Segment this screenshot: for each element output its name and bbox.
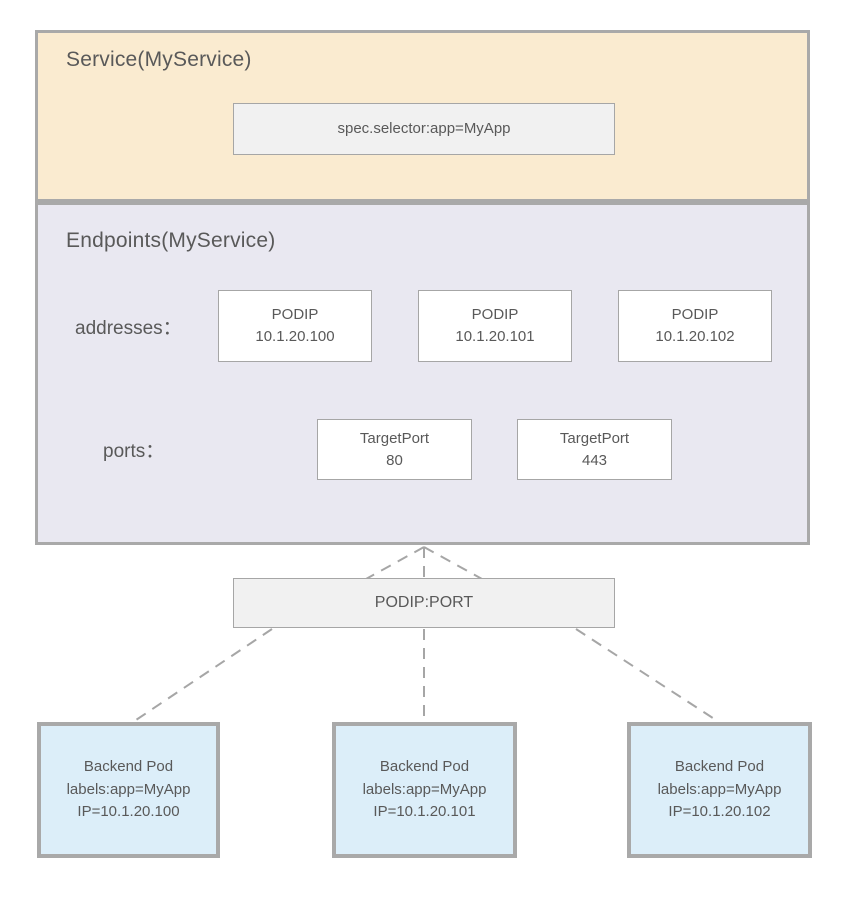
backend-pod-3: Backend Pod labels:app=MyApp IP=10.1.20.…	[627, 722, 812, 858]
targetport-box-443-value: 443	[581, 451, 608, 469]
podip-box-2-type: PODIP	[471, 306, 519, 324]
targetport-box-443: TargetPort 443	[517, 419, 672, 480]
backend-pod-2-title: Backend Pod	[379, 758, 470, 776]
endpoints-box: Endpoints(MyService)	[35, 202, 810, 545]
spec-selector-box: spec.selector:app=MyApp	[233, 103, 615, 155]
backend-pod-2-ip: IP=10.1.20.101	[373, 803, 476, 821]
podip-box-1-type: PODIP	[271, 306, 319, 324]
dashed-line-endpoints-to-podipport-left	[365, 546, 425, 580]
backend-pod-1-ip: IP=10.1.20.100	[77, 803, 180, 821]
podip-port-label: PODIP:PORT	[374, 594, 474, 612]
targetport-box-80-value: 80	[386, 451, 403, 469]
podip-box-3: PODIP 10.1.20.102	[618, 290, 772, 362]
backend-pod-2-labels: labels:app=MyApp	[362, 780, 487, 798]
backend-pod-3-title: Backend Pod	[674, 758, 765, 776]
ports-label: ports：	[103, 441, 165, 462]
podip-box-1: PODIP 10.1.20.100	[218, 290, 372, 362]
podip-box-1-ip: 10.1.20.100	[255, 328, 335, 345]
targetport-box-443-type: TargetPort	[559, 429, 630, 447]
backend-pod-1: Backend Pod labels:app=MyApp IP=10.1.20.…	[37, 722, 220, 858]
podip-port-box: PODIP:PORT	[233, 578, 615, 628]
service-title: Service(MyService)	[66, 48, 252, 71]
podip-box-3-type: PODIP	[671, 306, 719, 324]
backend-pod-2: Backend Pod labels:app=MyApp IP=10.1.20.…	[332, 722, 517, 858]
endpoints-title: Endpoints(MyService)	[66, 229, 276, 252]
targetport-box-80-type: TargetPort	[359, 429, 430, 447]
spec-selector-label: spec.selector:app=MyApp	[337, 120, 511, 138]
dashed-line-podipport-to-pod3	[575, 628, 720, 723]
dashed-line-endpoints-to-podipport-right	[423, 546, 483, 580]
podip-box-3-ip: 10.1.20.102	[655, 328, 735, 345]
backend-pod-1-title: Backend Pod	[83, 758, 174, 776]
addresses-label: addresses：	[75, 317, 182, 339]
podip-box-2: PODIP 10.1.20.101	[418, 290, 572, 362]
backend-pod-1-labels: labels:app=MyApp	[66, 780, 191, 798]
podip-box-2-ip: 10.1.20.101	[455, 328, 535, 345]
targetport-box-80: TargetPort 80	[317, 419, 472, 480]
dashed-line-podipport-to-pod1	[132, 628, 273, 723]
backend-pod-3-labels: labels:app=MyApp	[657, 780, 782, 798]
backend-pod-3-ip: IP=10.1.20.102	[668, 803, 771, 821]
